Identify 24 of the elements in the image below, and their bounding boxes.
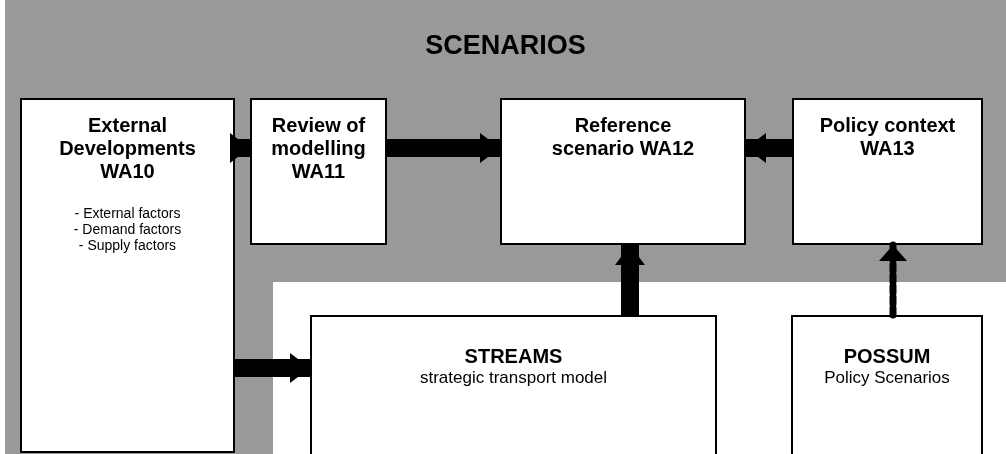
process-box xyxy=(500,98,746,245)
bullet-item: - Supply factors xyxy=(78,237,177,254)
bullet-item: - External factors xyxy=(74,205,181,222)
process-box xyxy=(20,98,235,453)
box-title: Policy context WA13 xyxy=(818,114,957,160)
arrow xyxy=(235,353,310,383)
process-box xyxy=(310,315,717,454)
arrow xyxy=(230,133,250,163)
dashed-arrow xyxy=(879,241,907,319)
process-box xyxy=(791,315,983,454)
box-title: External Developments WA10 xyxy=(58,114,197,183)
box-title: Reference scenario WA12 xyxy=(550,114,696,160)
arrow xyxy=(615,245,645,315)
process-box xyxy=(792,98,983,245)
box-description: Policy Scenarios xyxy=(824,368,950,388)
band-title: SCENARIOS xyxy=(424,30,587,62)
box-title: STREAMS xyxy=(464,345,563,368)
box-title: Review of modelling WA11 xyxy=(270,114,367,183)
arrow xyxy=(387,133,500,163)
process-box xyxy=(250,98,387,245)
box-description: strategic transport model xyxy=(419,368,608,388)
bullet-item: - Demand factors xyxy=(73,221,182,238)
arrow xyxy=(746,133,792,163)
box-title: POSSUM xyxy=(843,345,931,368)
